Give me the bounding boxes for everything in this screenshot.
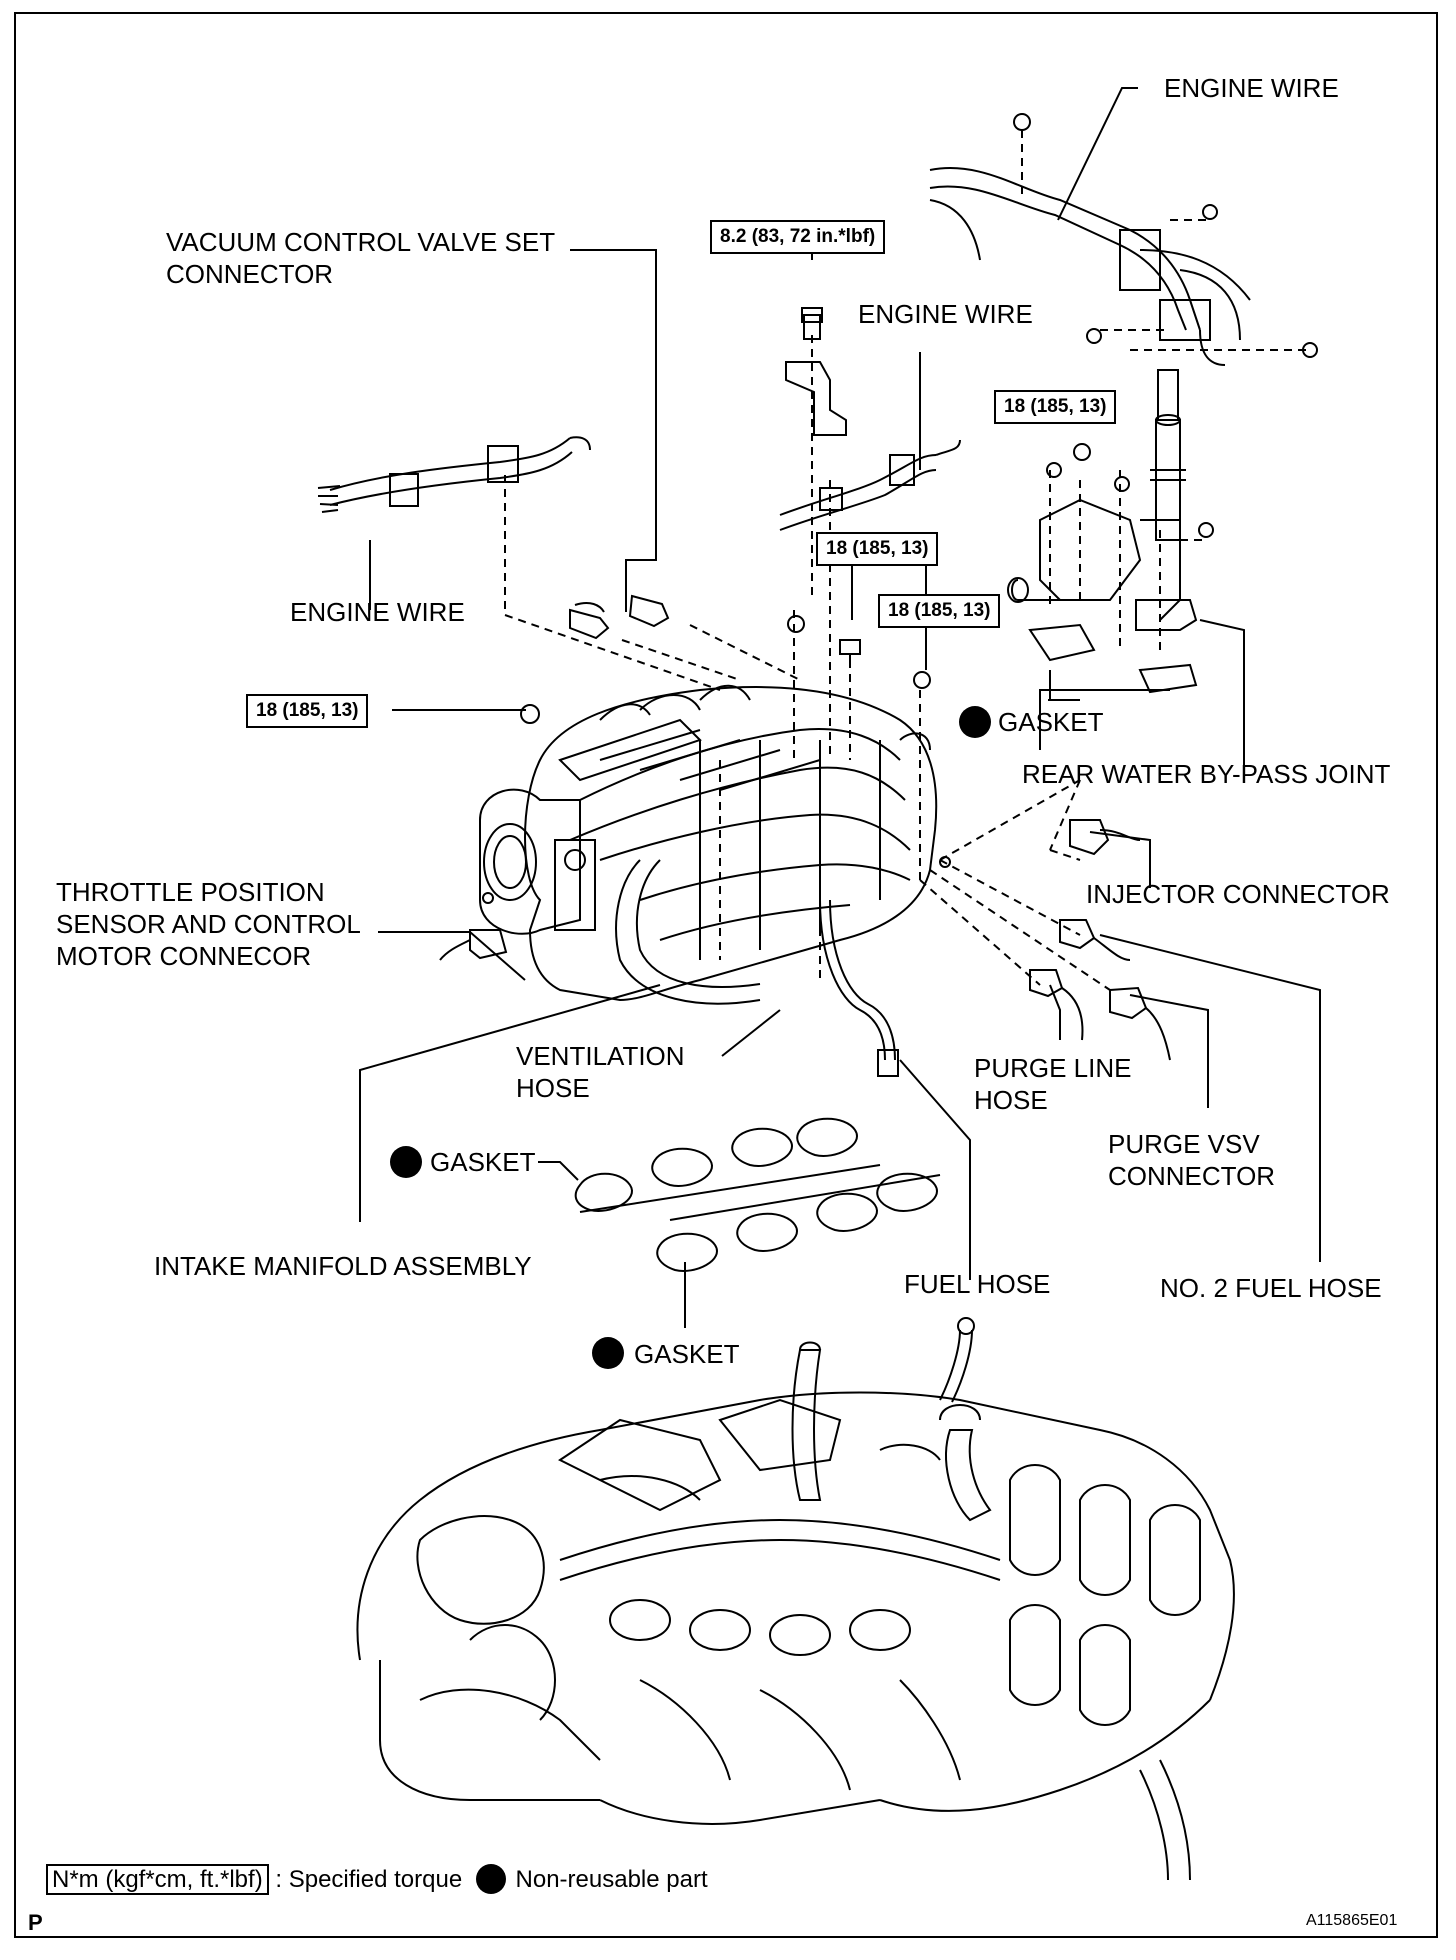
legend-torque-unit: N*m (kgf*cm, ft.*lbf) — [46, 1864, 269, 1895]
label-gasket-upper: GASKET — [430, 1147, 536, 1177]
legend-nonreusable-text: Non-reusable part — [515, 1866, 708, 1893]
rear-water-bypass-joint — [1007, 369, 1214, 694]
label-throttle-line1: THROTTLE POSITION — [56, 877, 325, 907]
engine-block — [356, 1317, 1235, 1881]
legend-torque-text: : Specified torque — [275, 1866, 463, 1893]
torque-spec-manifold-bolt-a: 18 (185, 13) — [816, 532, 939, 566]
leader-lines — [359, 87, 1321, 1328]
label-purge-vsv-line1: PURGE VSV — [1108, 1129, 1260, 1159]
label-ventilation-line2: HOSE — [516, 1073, 590, 1103]
label-no2-fuel-hose: NO. 2 FUEL HOSE — [1160, 1273, 1382, 1303]
vacuum-valve-connectors — [569, 594, 670, 640]
gaskets — [574, 1117, 941, 1272]
intake-manifold — [439, 684, 1171, 1077]
label-vacuum-valve-line2: CONNECTOR — [166, 259, 334, 289]
label-intake-manifold-assembly: INTAKE MANIFOLD ASSEMBLY — [154, 1251, 532, 1281]
diagram-frame — [14, 12, 1438, 1938]
footer-figure-id: A115865E01 — [1306, 1912, 1398, 1929]
torque-spec-manifold-bolt-b: 18 (185, 13) — [878, 594, 1001, 628]
engine-wire-mid-harness — [779, 314, 961, 531]
legend-nonreusable-dot — [475, 1863, 506, 1894]
label-purge-line-line2: HOSE — [974, 1085, 1048, 1115]
nonreusable-markers — [390, 706, 991, 1369]
label-engine-wire-left: ENGINE WIRE — [290, 597, 465, 627]
torque-spec-water-joint: 18 (185, 13) — [994, 390, 1117, 424]
label-engine-wire-mid: ENGINE WIRE — [858, 299, 1033, 329]
label-vacuum-valve-line1: VACUUM CONTROL VALVE SET — [166, 227, 556, 257]
label-injector-connector: INJECTOR CONNECTOR — [1086, 879, 1390, 909]
label-fuel-hose: FUEL HOSE — [904, 1269, 1051, 1299]
engine-wire-left-harness — [317, 436, 591, 513]
torque-spec-bracket-bolt: 8.2 (83, 72 in.*lbf) — [710, 220, 886, 254]
label-rear-water-bypass-joint: REAR WATER BY-PASS JOINT — [1022, 759, 1391, 789]
label-engine-wire-top: ENGINE WIRE — [1164, 73, 1339, 103]
fasteners — [482, 307, 951, 904]
torque-spec-manifold-nut: 18 (185, 13) — [246, 694, 369, 728]
hidden-lines — [504, 130, 1310, 991]
label-gasket-water: GASKET — [998, 707, 1104, 737]
label-throttle-line3: MOTOR CONNECOR — [56, 941, 312, 971]
label-purge-line-line1: PURGE LINE — [974, 1053, 1132, 1083]
label-ventilation-line1: VENTILATION — [516, 1041, 685, 1071]
label-purge-vsv-line2: CONNECTOR — [1108, 1161, 1276, 1191]
engine-wire-top-harness — [929, 113, 1318, 366]
legend: N*m (kgf*cm, ft.*lbf) : Specified torque… — [46, 1863, 708, 1896]
label-throttle-line2: SENSOR AND CONTROL — [56, 909, 361, 939]
label-gasket-lower: GASKET — [634, 1339, 740, 1369]
footer-p-mark: P — [28, 1910, 43, 1935]
